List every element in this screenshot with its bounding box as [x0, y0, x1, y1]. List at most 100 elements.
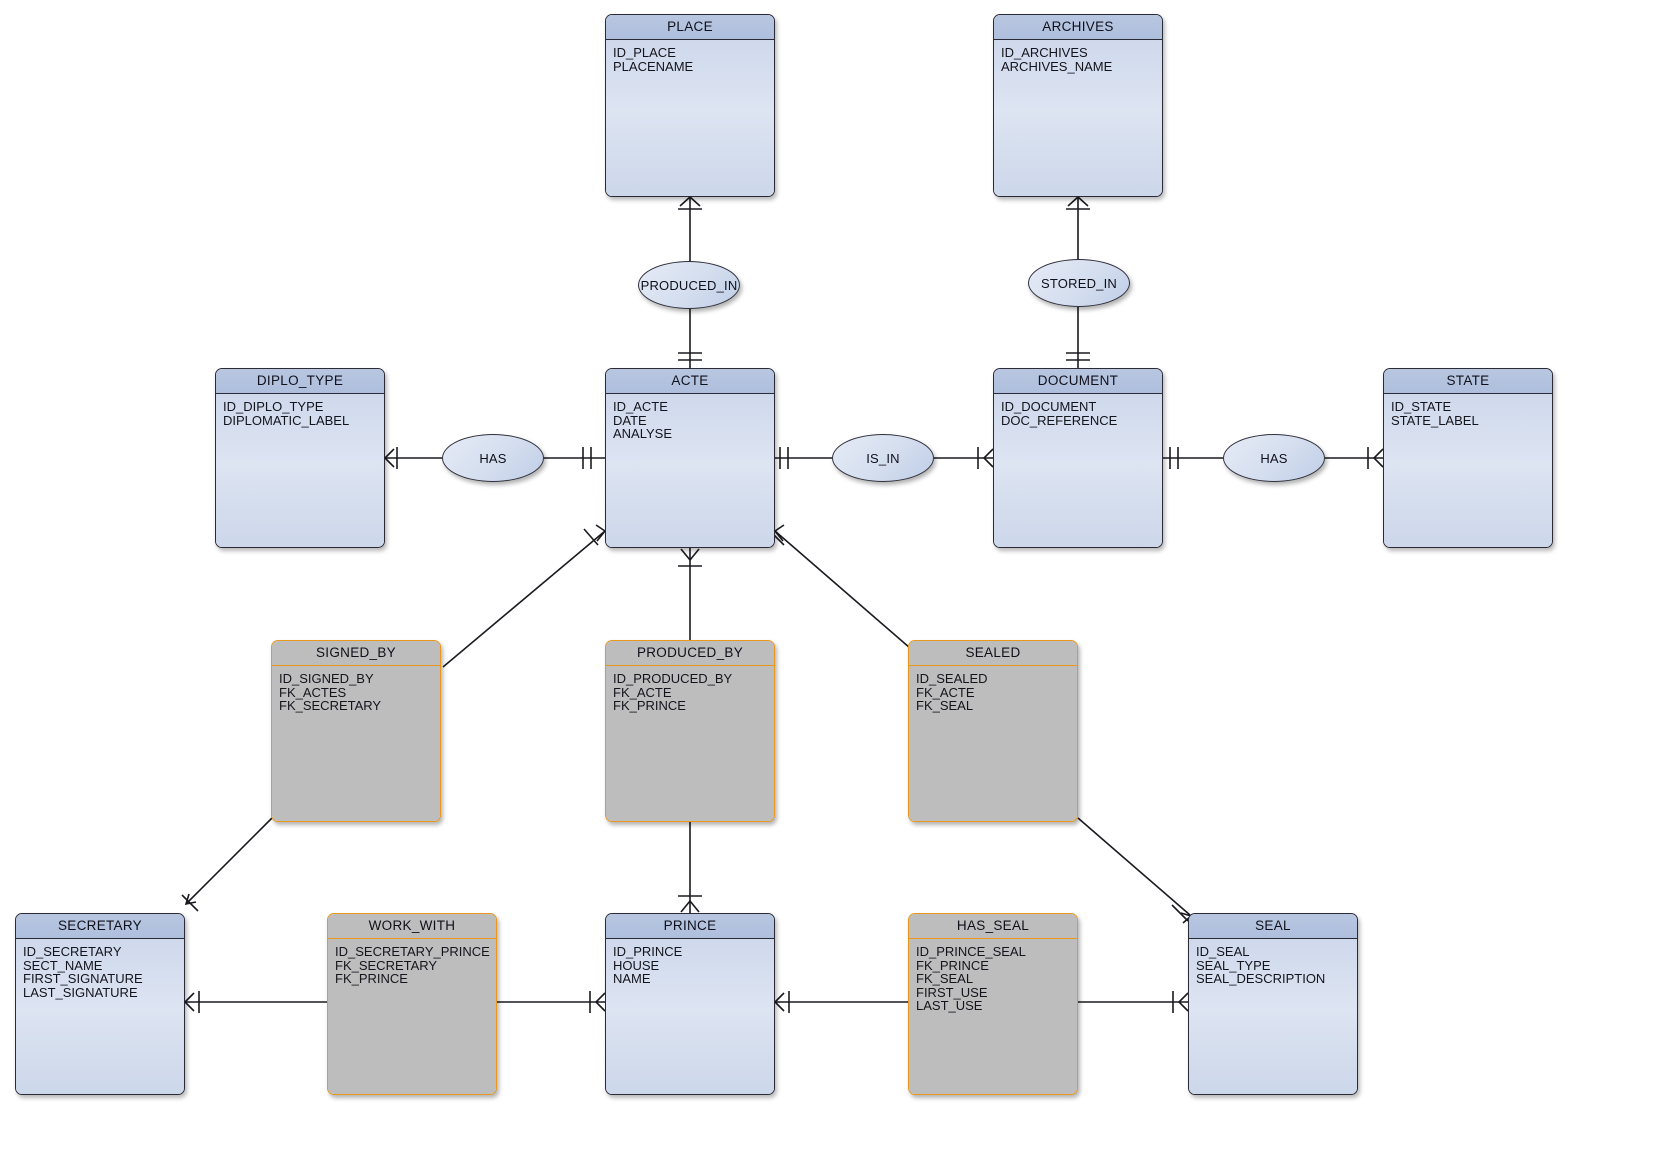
- attribute: ID_DOCUMENT: [1001, 399, 1097, 414]
- attribute: FK_ACTES: [279, 684, 347, 700]
- attribute: STATE_LABEL: [1391, 412, 1479, 428]
- attribute: ID_PRINCE_SEAL: [916, 944, 1026, 959]
- entity-title-produced_by: PRODUCED_BY: [606, 641, 774, 666]
- entity-title-acte: ACTE: [606, 369, 774, 394]
- attribute: ID_SIGNED_BY: [279, 671, 374, 686]
- attribute: ID_PLACE: [613, 45, 676, 60]
- relationship-label: STORED_IN: [1041, 275, 1117, 291]
- attribute: FK_PRINCE: [335, 971, 408, 987]
- edge-produced_in-acte: [678, 309, 702, 368]
- edge-has-acte: [544, 447, 605, 469]
- edge-acte-produced_by: [678, 548, 702, 640]
- attribute: FK_ACTE: [613, 684, 672, 700]
- entity-title-document: DOCUMENT: [994, 369, 1162, 394]
- edge-is_in-document: [934, 447, 994, 469]
- attribute: DOC_REFERENCE: [1001, 412, 1118, 428]
- edge-acte-is_in: [775, 447, 832, 469]
- attribute: DIPLOMATIC_LABEL: [223, 412, 350, 428]
- attribute: ID_SEALED: [916, 671, 988, 686]
- edge-diplo_type-has: [383, 447, 442, 469]
- attribute: DATE: [613, 412, 647, 428]
- edge-document-has: [1163, 447, 1223, 469]
- attribute: ID_PRODUCED_BY: [613, 671, 733, 686]
- edge-produced_by-prince: [678, 822, 702, 913]
- attribute: FK_PRINCE: [613, 698, 686, 714]
- relationship-label: PRODUCED_IN: [640, 277, 738, 293]
- relationship-stored_in[interactable]: STORED_IN: [1028, 259, 1130, 307]
- relationship-label: HAS: [1260, 450, 1288, 466]
- attribute: ID_ACTE: [613, 399, 668, 414]
- attribute: ARCHIVES_NAME: [1001, 58, 1113, 74]
- relationship-produced_in[interactable]: PRODUCED_IN: [638, 261, 740, 309]
- entity-title-has_seal: HAS_SEAL: [909, 914, 1077, 939]
- attribute: LAST_USE: [916, 998, 983, 1014]
- entity-title-diplo_type: DIPLO_TYPE: [216, 369, 384, 394]
- relationship-label: HAS: [479, 450, 507, 466]
- edge-stored_in-document: [1066, 307, 1090, 368]
- entity-title-signed_by: SIGNED_BY: [272, 641, 440, 666]
- attribute: NAME: [613, 971, 651, 987]
- attribute: ANALYSE: [613, 426, 673, 442]
- attribute: ID_DIPLO_TYPE: [223, 399, 324, 414]
- edge-prince-has_seal: [773, 991, 908, 1013]
- edge-place-produced_in: [678, 195, 702, 261]
- edge-acte-sealed: [767, 524, 911, 649]
- attribute: ID_SECRETARY: [23, 944, 122, 959]
- entity-title-place: PLACE: [606, 15, 774, 40]
- edge-has_seal-seal: [1078, 991, 1189, 1013]
- edge-secretary-work_with: [183, 991, 327, 1013]
- edge-sealed-seal: [1077, 817, 1193, 924]
- relationship-has_state[interactable]: HAS: [1223, 434, 1325, 482]
- attribute: SEAL_TYPE: [1196, 957, 1271, 973]
- edge-acte-signed_by: [442, 524, 607, 668]
- entity-title-archives: ARCHIVES: [994, 15, 1162, 40]
- entity-title-secretary: SECRETARY: [16, 914, 184, 939]
- edge-signed_by-secretary: [181, 817, 273, 912]
- relationship-has_diplo[interactable]: HAS: [442, 434, 544, 482]
- relationship-is_in[interactable]: IS_IN: [832, 434, 934, 482]
- attribute: LAST_SIGNATURE: [23, 984, 138, 1000]
- attribute: ID_PRINCE: [613, 944, 683, 959]
- attribute: HOUSE: [613, 957, 660, 973]
- entity-title-prince: PRINCE: [606, 914, 774, 939]
- attribute: ID_ARCHIVES: [1001, 45, 1088, 60]
- attribute: ID_SECRETARY_PRINCE: [335, 944, 490, 959]
- attribute: FIRST_USE: [916, 984, 988, 1000]
- attribute: SEAL_DESCRIPTION: [1196, 971, 1326, 987]
- attribute: FIRST_SIGNATURE: [23, 971, 143, 987]
- entity-title-work_with: WORK_WITH: [328, 914, 496, 939]
- attribute: FK_PRINCE: [916, 957, 989, 973]
- edge-archives-stored_in: [1066, 195, 1090, 259]
- relationship-label: IS_IN: [866, 450, 900, 466]
- entity-title-sealed: SEALED: [909, 641, 1077, 666]
- attribute: ID_SEAL: [1196, 944, 1250, 959]
